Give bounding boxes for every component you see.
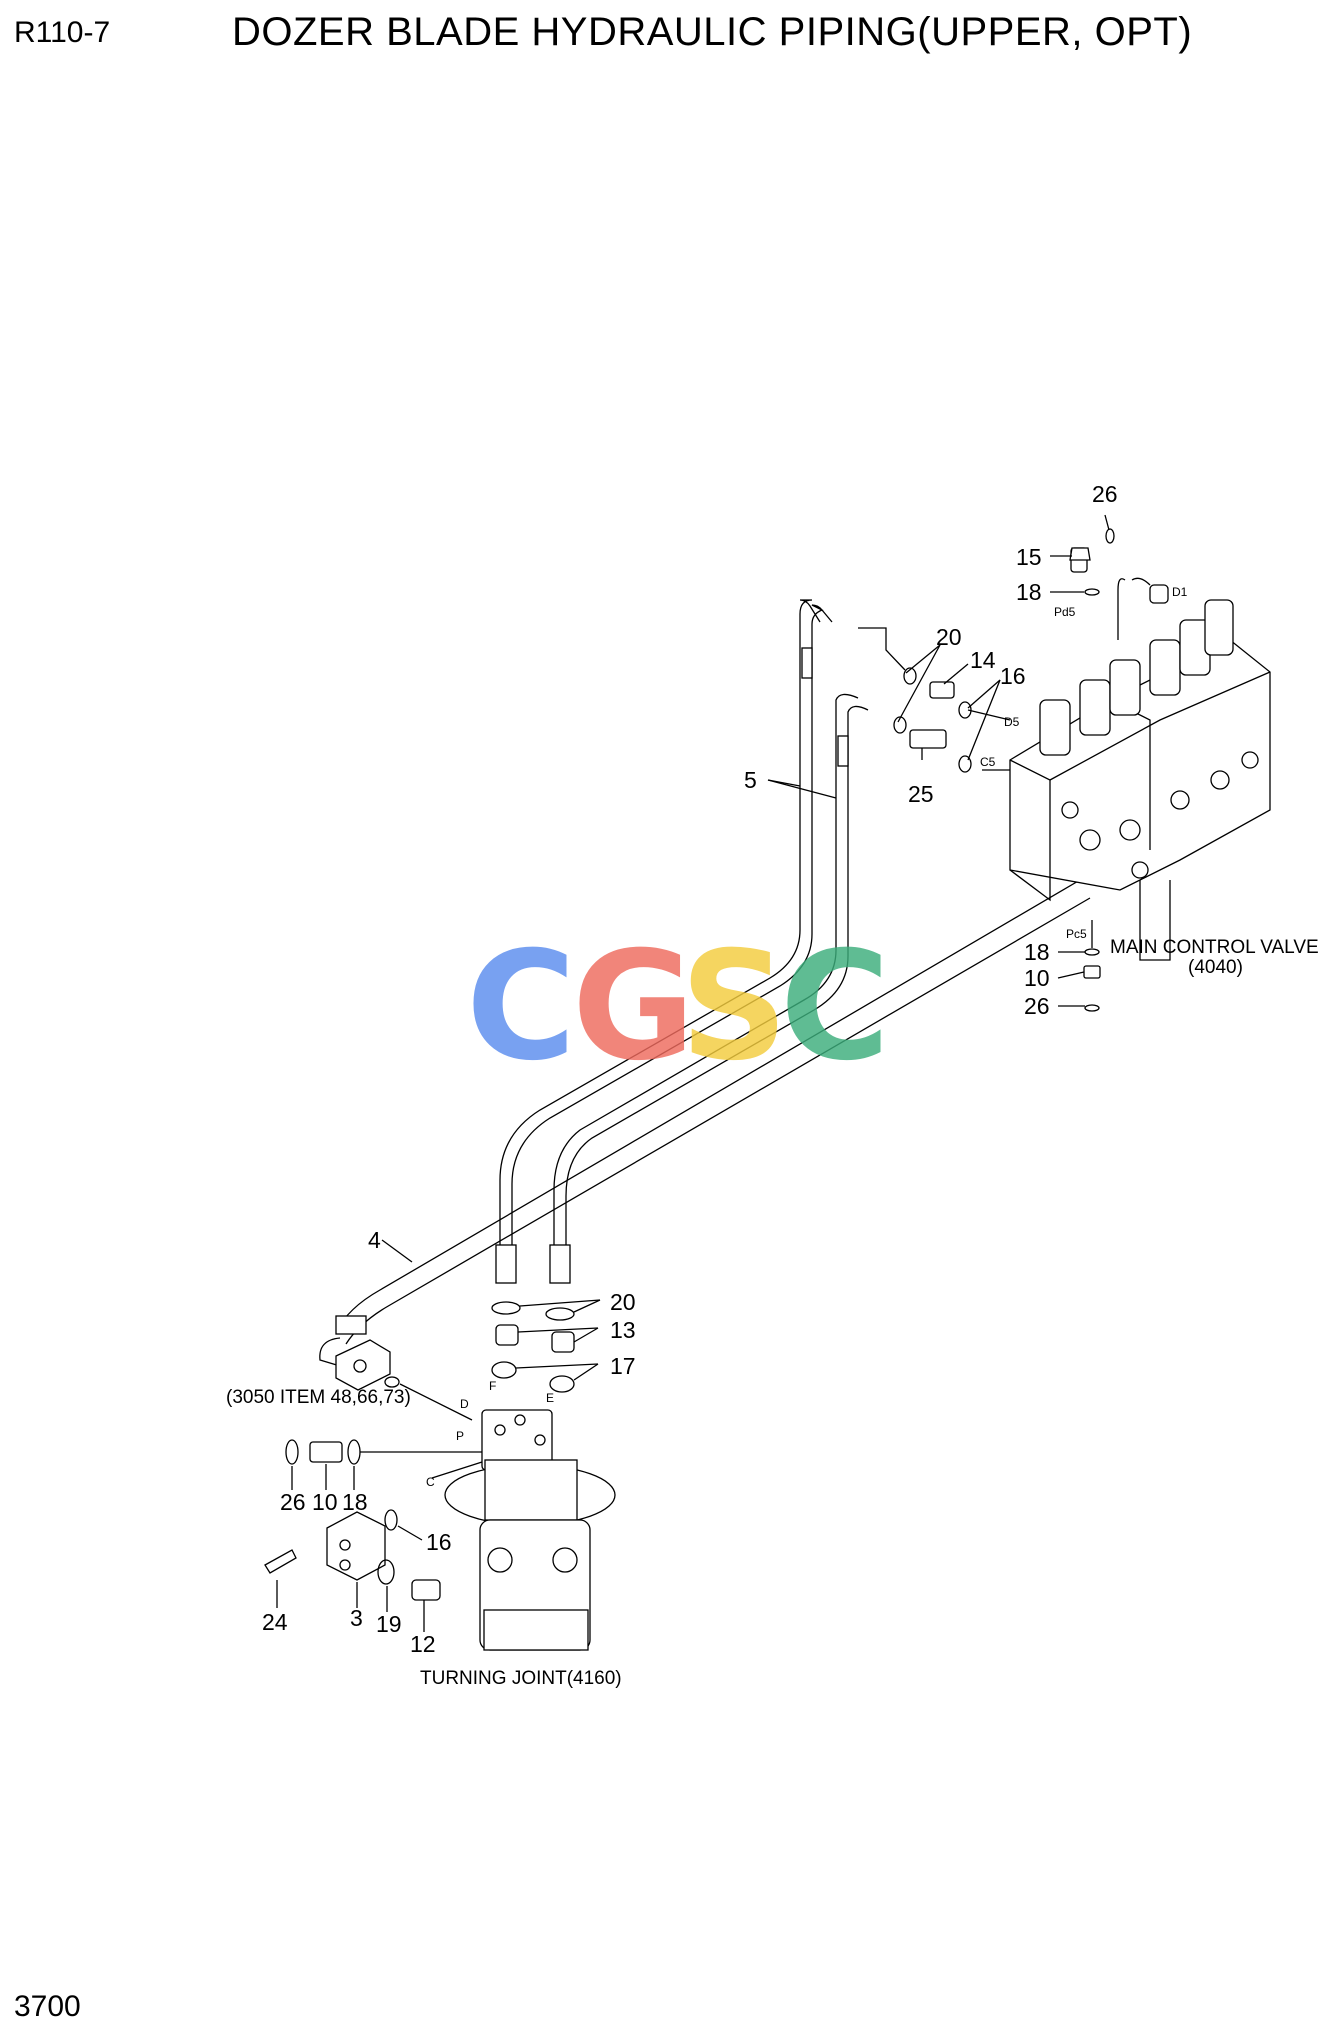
callout-26-mid: 26 [1024,993,1050,1019]
callout-25: 25 [908,781,934,807]
port-d1-label: D1 [1172,585,1188,599]
watermark-letter-s: S [680,920,788,1094]
callout-12: 12 [410,1631,436,1657]
main-control-valve-body [1009,547,1271,961]
hose-end-fittings [319,1244,571,1367]
watermark-letter-g: G [572,920,695,1094]
callout-24: 24 [262,1609,288,1635]
turning-joint-body [444,1409,616,1651]
hose-5-left [499,599,833,1245]
callout-20-bottom: 20 [610,1289,636,1315]
model-number: R110-7 [14,16,111,49]
page-number: 3700 [14,1990,81,2023]
port-f-label: F [489,1379,496,1393]
callout-26-left: 26 [280,1489,306,1515]
watermark-letter-c2: C [780,920,890,1094]
port-c-label: C [426,1475,435,1489]
callout-18-top: 18 [1016,579,1042,605]
callout-18-mid: 18 [1024,939,1050,965]
turning-joint-label: TURNING JOINT(4160) [420,1668,622,1689]
callout-5: 5 [744,767,757,793]
watermark-letter-c1: C [466,920,576,1094]
callout-26-top: 26 [1092,481,1118,507]
callout-19: 19 [376,1611,402,1637]
callout-16-top: 16 [1000,663,1026,689]
main-control-valve-label: MAIN CONTROL VALVE [1110,937,1319,958]
port-pc5-label: Pc5 [1066,927,1087,941]
callout-16-bottom: 16 [426,1529,452,1555]
block-3 [326,1511,386,1581]
cgsc-watermark: C G S C [466,920,890,1094]
callout-18-left: 18 [342,1489,368,1515]
main-control-valve-ref: (4040) [1188,957,1243,978]
callout-4: 4 [368,1227,381,1253]
fitting-parts [264,528,1115,1601]
port-p-label: P [456,1429,464,1443]
page-title: DOZER BLADE HYDRAULIC PIPING(UPPER, OPT) [232,10,1193,54]
callout-3: 3 [350,1605,363,1631]
port-pd5-label: Pd5 [1054,605,1076,619]
hose-5-right [553,693,869,1245]
leader-lines [276,514,1110,1632]
port-d5-label: D5 [1004,715,1020,729]
port-e-label: E [546,1391,554,1405]
callout-10-left: 10 [312,1489,338,1515]
flange-3050 [335,1339,391,1391]
callout-17: 17 [610,1353,636,1379]
callout-15: 15 [1016,544,1042,570]
callout-13: 13 [610,1317,636,1343]
reference-3050-label: (3050 ITEM 48,66,73) [226,1387,411,1408]
callout-20-top: 20 [936,624,962,650]
port-d-label: D [460,1397,469,1411]
callout-14: 14 [970,647,996,673]
callout-10-mid: 10 [1024,965,1050,991]
port-c5-label: C5 [980,755,996,769]
